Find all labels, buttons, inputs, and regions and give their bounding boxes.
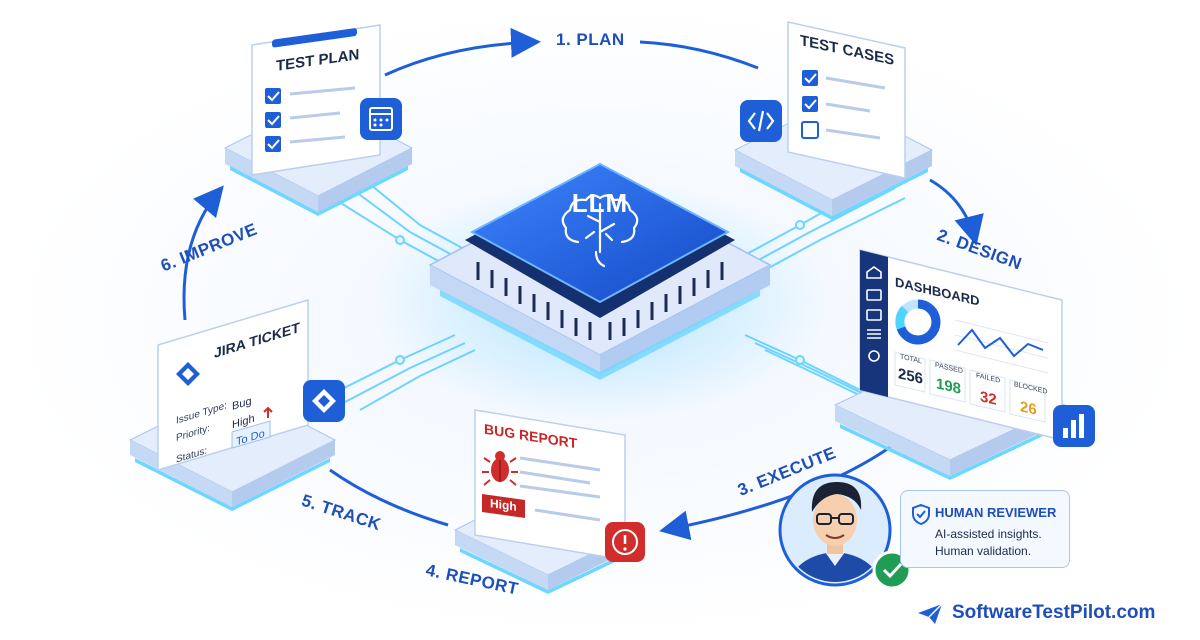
calendar-icon <box>360 98 402 140</box>
arrow-design <box>929 178 984 246</box>
dashboard-donut-chart <box>895 299 941 345</box>
dashboard-stat-boxes <box>894 351 1046 423</box>
llm-label: LLM <box>571 188 629 218</box>
arrow-improve <box>182 185 224 321</box>
status-chip <box>231 420 271 449</box>
test-plan-checkboxes <box>265 86 356 152</box>
reviewer-title: HUMAN REVIEWER <box>935 505 1057 520</box>
jira-side-icon <box>303 380 345 422</box>
arrow-track <box>329 468 449 527</box>
severity-badge <box>482 494 525 518</box>
priority-up-arrow <box>263 406 273 418</box>
brand-name[interactable]: SoftwareTestPilot.com <box>952 602 1156 623</box>
dashboard-sidebar-icons <box>866 266 882 362</box>
brain-icon <box>561 194 639 268</box>
reviewer-card: HUMAN REVIEWER AI-assisted insights. Hum… <box>900 490 1070 568</box>
bar-chart-icon <box>1053 405 1095 447</box>
code-icon <box>740 100 782 142</box>
alert-icon <box>605 522 645 562</box>
jira-logo-icon <box>176 362 200 386</box>
reviewer-line-1: AI-assisted insights. <box>935 527 1042 541</box>
shield-icon <box>912 503 930 525</box>
arrow-plan-left <box>384 27 541 77</box>
arrow-plan-right <box>639 40 759 70</box>
dashboard-line-chart <box>954 319 1049 374</box>
test-cases-checkboxes <box>801 70 886 140</box>
reviewer-line-2: Human validation. <box>935 544 1032 558</box>
paper-plane-icon <box>918 603 943 624</box>
bug-icon <box>482 451 518 486</box>
step-plan-label: 1. PLAN <box>556 30 625 49</box>
